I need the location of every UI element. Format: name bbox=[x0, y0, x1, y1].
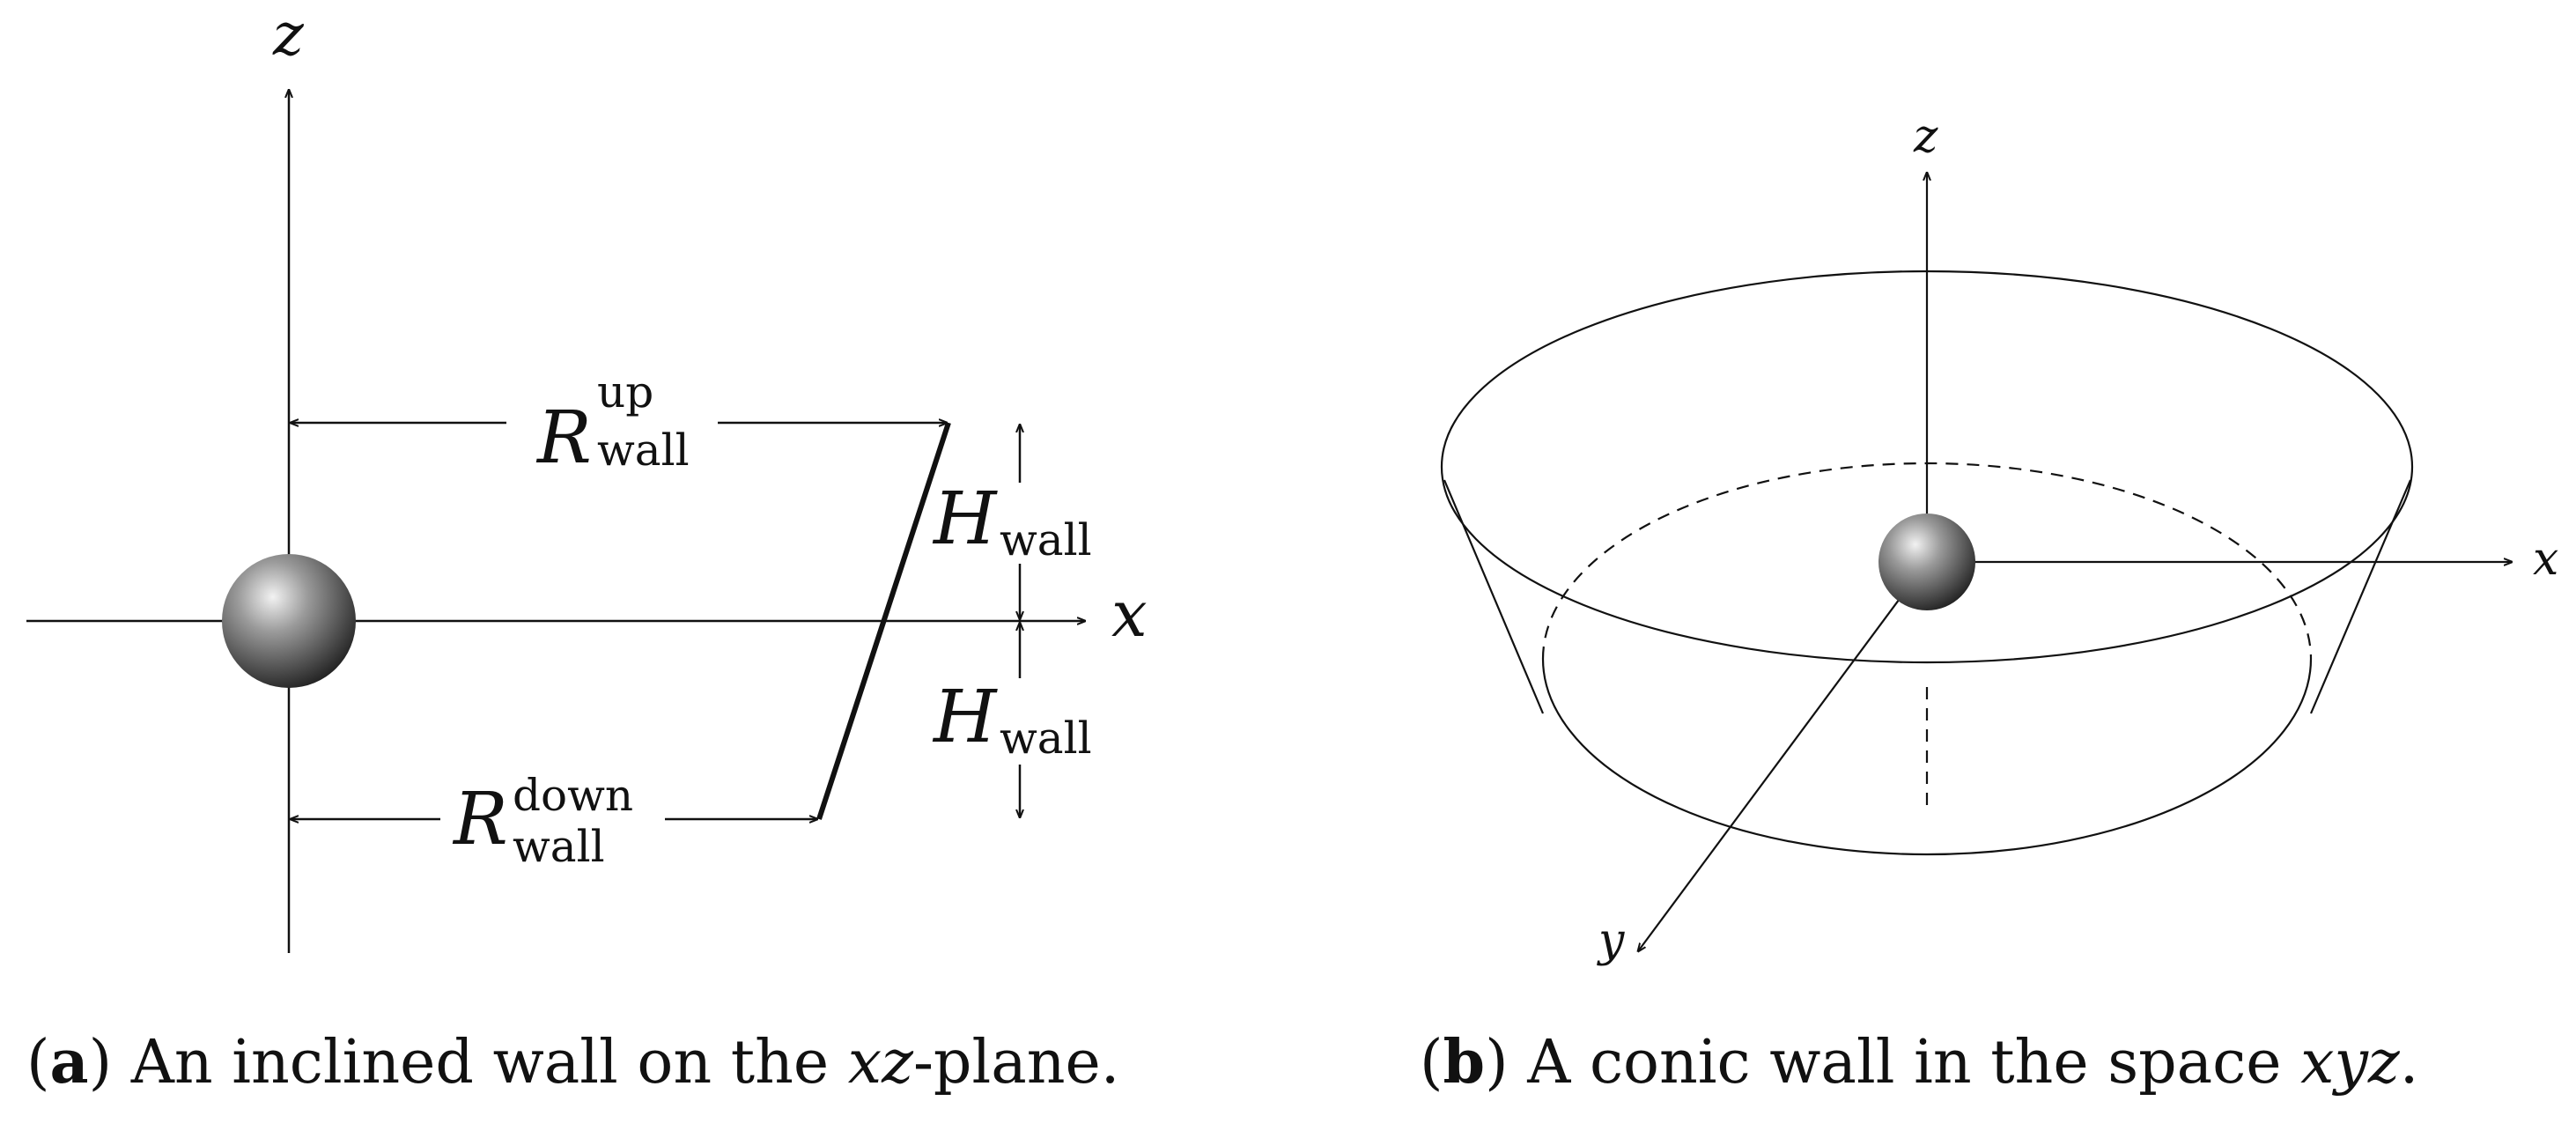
caption-b: (b) A conic wall in the space xyz. bbox=[1420, 1027, 2419, 1097]
svg-text:wall: wall bbox=[1000, 713, 1092, 764]
svg-text:R: R bbox=[452, 778, 508, 861]
z-axis-label-b: z bbox=[1913, 110, 1938, 163]
caption-a-letter: a bbox=[49, 1027, 89, 1097]
sphere-b bbox=[1878, 514, 1975, 610]
r-up-label: R up wall bbox=[535, 366, 690, 480]
x-axis-label-a: x bbox=[1111, 577, 1148, 651]
cone-side-left bbox=[1443, 479, 1545, 714]
panel-a-diagram bbox=[26, 90, 1085, 953]
cone-side-right bbox=[2309, 479, 2412, 714]
panel-b-diagram bbox=[1440, 173, 2512, 951]
svg-text:wall: wall bbox=[597, 425, 690, 476]
r-down-label: R down wall bbox=[452, 770, 633, 872]
svg-text:wall: wall bbox=[1000, 514, 1092, 565]
svg-text:R: R bbox=[535, 396, 592, 480]
h-upper-label: H wall bbox=[932, 477, 1092, 565]
cone-bottom-rim-front bbox=[1541, 658, 2313, 856]
svg-text:H: H bbox=[932, 676, 998, 759]
svg-text:wall: wall bbox=[513, 821, 605, 872]
inclined-wall bbox=[816, 422, 951, 820]
caption-a: (a) An inclined wall on the xz-plane. bbox=[26, 1027, 1120, 1097]
h-lower-label: H wall bbox=[932, 676, 1092, 764]
sphere-a bbox=[222, 554, 356, 688]
y-axis-label-b: y bbox=[1597, 914, 1625, 967]
svg-text:up: up bbox=[597, 366, 653, 418]
y-axis-line-b bbox=[1638, 561, 1928, 951]
x-axis-label-b: x bbox=[2533, 533, 2558, 586]
caption-b-letter: b bbox=[1443, 1027, 1486, 1097]
z-axis-label-a: z bbox=[272, 1, 305, 69]
svg-text:H: H bbox=[932, 477, 998, 561]
svg-text:down: down bbox=[513, 770, 633, 821]
